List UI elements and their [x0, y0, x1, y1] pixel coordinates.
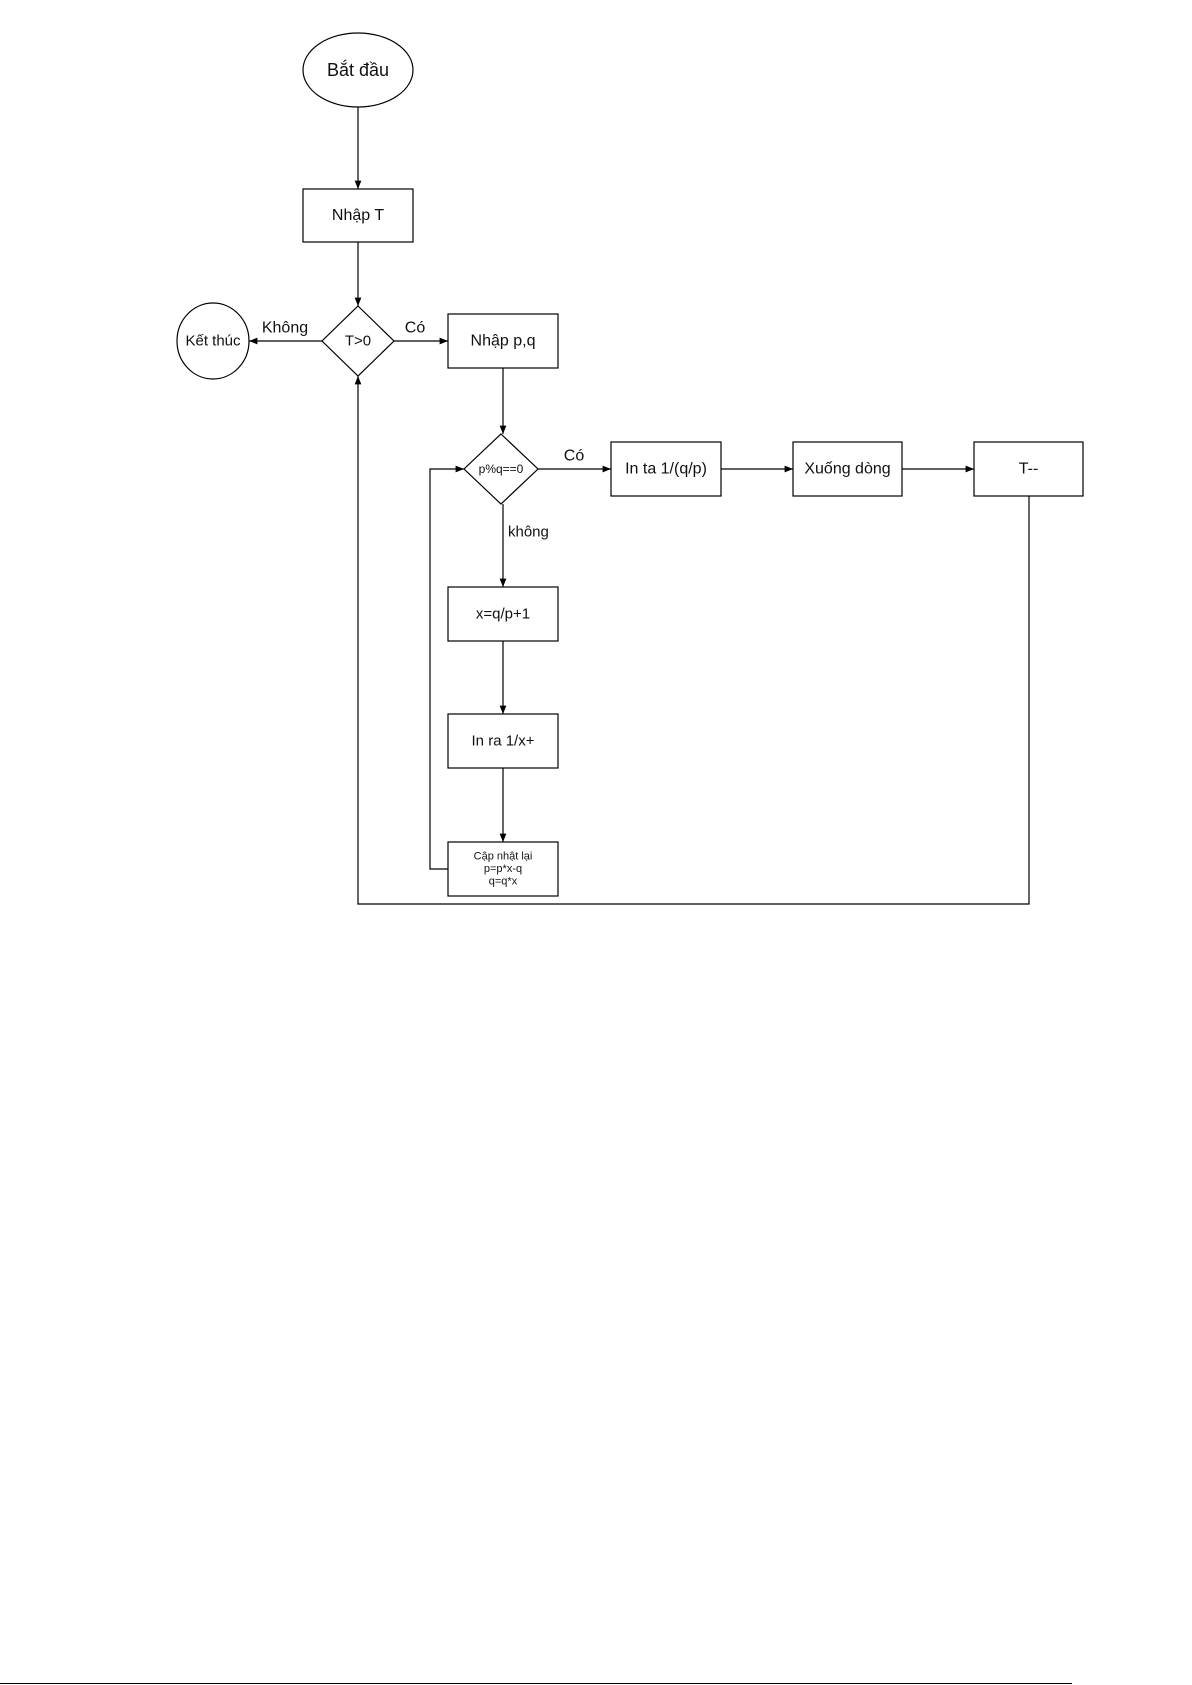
- node-label: T>0: [345, 333, 371, 350]
- node-cond-pq: p%q==0: [464, 434, 538, 504]
- node-label: Bắt đầu: [327, 59, 389, 80]
- node-label: Nhập T: [332, 207, 384, 224]
- node-label: q=q*x: [489, 876, 518, 888]
- node-label: p=p*x-q: [484, 863, 522, 875]
- node-label: x=q/p+1: [476, 606, 530, 623]
- edge-label-t-no: Không: [262, 320, 308, 337]
- node-print-qp: In ta 1/(q/p): [611, 442, 721, 496]
- node-label: Cập nhật lại: [474, 850, 533, 862]
- node-newline: Xuống dòng: [793, 442, 902, 496]
- node-cond-t: T>0: [322, 306, 394, 376]
- edge-update-loop-to-cond-pq: [430, 469, 464, 869]
- node-label: Nhập p,q: [471, 333, 536, 350]
- page-bottom-rule: [0, 1683, 1072, 1684]
- edge-label-pq-no: không: [508, 524, 549, 541]
- node-label: In ta 1/(q/p): [625, 461, 707, 478]
- node-label: Xuống dòng: [804, 461, 890, 478]
- node-dec-t: T--: [974, 442, 1083, 496]
- node-compute-x: x=q/p+1: [448, 587, 558, 641]
- node-label: In ra 1/x+: [472, 733, 535, 750]
- node-start: Bắt đầu: [303, 33, 413, 107]
- node-input-pq: Nhập p,q: [448, 314, 558, 368]
- node-end: Kết thúc: [177, 303, 249, 379]
- node-label: T--: [1019, 461, 1039, 478]
- edge-label-pq-yes: Có: [564, 448, 585, 465]
- node-print-x: In ra 1/x+: [448, 714, 558, 768]
- node-label: p%q==0: [479, 462, 524, 476]
- node-input-t: Nhập T: [303, 189, 413, 242]
- edge-label-t-yes: Có: [405, 320, 426, 337]
- node-label: Kết thúc: [185, 333, 241, 350]
